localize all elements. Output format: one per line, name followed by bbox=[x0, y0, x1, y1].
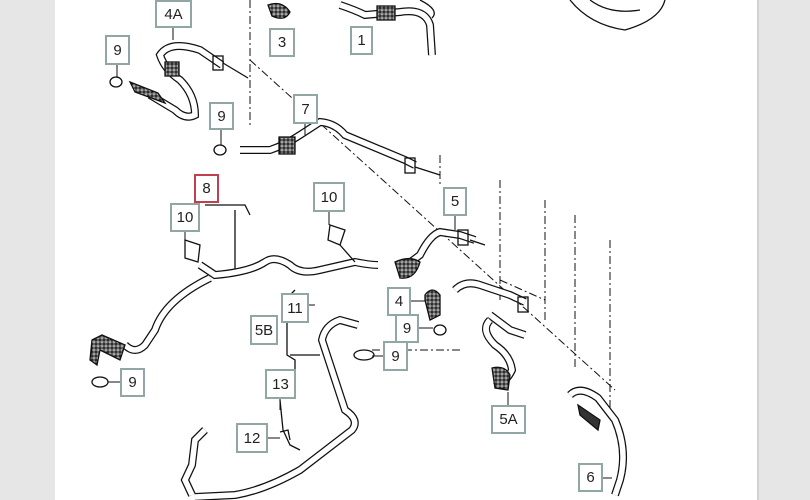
sheet-edge bbox=[757, 0, 759, 500]
hose-6 bbox=[567, 386, 628, 497]
callout-10[interactable]: 10 bbox=[170, 203, 200, 232]
callout-10[interactable]: 10 bbox=[313, 182, 345, 212]
callout-9[interactable]: 9 bbox=[120, 368, 145, 397]
callout-3[interactable]: 3 bbox=[269, 28, 295, 57]
callout-7[interactable]: 7 bbox=[293, 94, 318, 124]
callout-8-selected[interactable]: 8 bbox=[194, 174, 219, 203]
hose-4A bbox=[109, 42, 249, 121]
hose-7 bbox=[213, 117, 441, 176]
engine-part bbox=[569, 0, 666, 31]
callout-6[interactable]: 6 bbox=[578, 463, 603, 492]
callout-5[interactable]: 5 bbox=[443, 187, 467, 216]
callout-9[interactable]: 9 bbox=[383, 341, 408, 371]
callout-5A[interactable]: 5A bbox=[491, 405, 526, 434]
hose-4 bbox=[424, 279, 529, 336]
diagram-sheet bbox=[55, 0, 757, 500]
hose-5 bbox=[394, 227, 486, 279]
dash-dot-lines bbox=[249, 0, 616, 410]
leader-lines bbox=[108, 28, 612, 479]
callout-9[interactable]: 9 bbox=[395, 314, 419, 343]
callout-4[interactable]: 4 bbox=[387, 287, 411, 316]
hose-5A bbox=[482, 311, 527, 391]
callout-9[interactable]: 9 bbox=[105, 35, 130, 65]
callout-13[interactable]: 13 bbox=[265, 369, 296, 399]
callout-9[interactable]: 9 bbox=[209, 102, 234, 130]
callout-5B[interactable]: 5B bbox=[250, 315, 278, 345]
hose-1 bbox=[338, 0, 436, 56]
hose-3 bbox=[267, 2, 291, 19]
hose-5B bbox=[180, 289, 375, 500]
callout-4A[interactable]: 4A bbox=[155, 0, 192, 28]
hose-8 bbox=[89, 204, 379, 388]
callout-12[interactable]: 12 bbox=[236, 423, 268, 453]
callout-11[interactable]: 11 bbox=[281, 293, 309, 323]
callout-1[interactable]: 1 bbox=[350, 26, 373, 55]
